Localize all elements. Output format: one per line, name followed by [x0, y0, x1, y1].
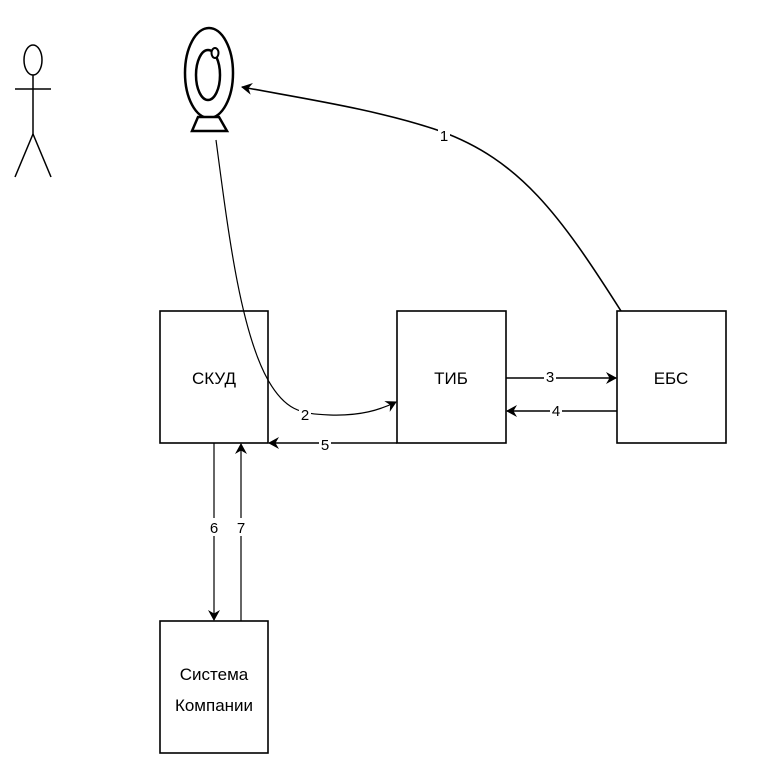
- webcam-icon: [183, 26, 235, 133]
- node-company-label-line2: Компании: [175, 696, 253, 715]
- node-skud-label: СКУД: [192, 369, 236, 388]
- edge-5-label: 5: [321, 437, 329, 454]
- edge-6-label: 6: [210, 520, 218, 537]
- node-ebs-label: ЕБС: [654, 369, 689, 388]
- edge-1[interactable]: 1: [241, 82, 622, 312]
- node-tib[interactable]: ТИБ: [396, 310, 507, 444]
- edge-4-label: 4: [552, 403, 560, 420]
- edge-3-label: 3: [546, 369, 554, 386]
- edge-7[interactable]: 7: [235, 443, 247, 621]
- node-company-system[interactable]: Система Компании: [159, 620, 269, 754]
- edge-7-label: 7: [237, 520, 245, 537]
- edge-2[interactable]: 2: [215, 139, 397, 424]
- stick-figure-user-icon: [14, 44, 52, 178]
- edge-1-label: 1: [440, 128, 448, 145]
- edge-4[interactable]: 4: [506, 402, 617, 420]
- edge-5[interactable]: 5: [268, 435, 397, 454]
- node-skud[interactable]: СКУД: [159, 310, 269, 444]
- edge-2-label: 2: [301, 407, 309, 424]
- edge-3[interactable]: 3: [506, 368, 617, 386]
- node-company-label-line1: Система: [180, 665, 249, 684]
- node-ebs[interactable]: ЕБС: [616, 310, 727, 444]
- edge-6[interactable]: 6: [208, 443, 220, 621]
- node-tib-label: ТИБ: [434, 369, 468, 388]
